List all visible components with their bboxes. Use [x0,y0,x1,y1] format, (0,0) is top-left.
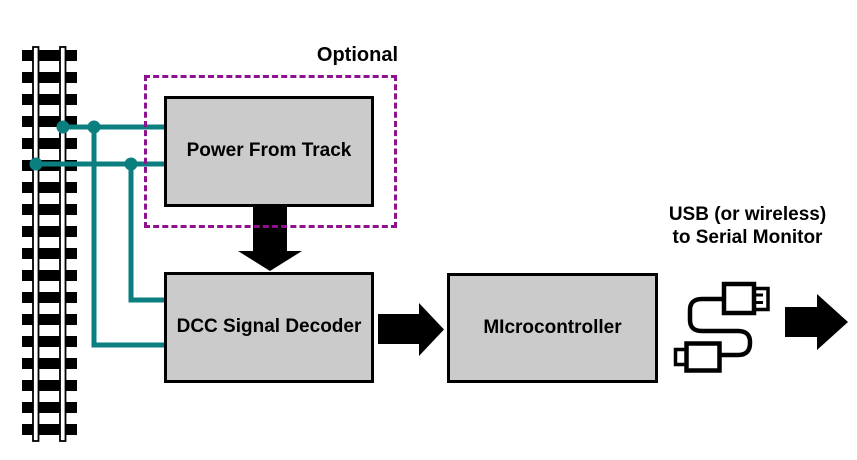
usb-caption: USB (or wireless) to Serial Monitor [645,203,850,249]
arrow-down-icon [238,207,302,271]
power-block-label: Power From Track [186,140,352,162]
arrow-right-output-icon [785,294,848,350]
micro-usb-plug [684,341,722,373]
solder-dot [29,157,43,171]
dcc-signal-decoder-block: DCC Signal Decoder [164,272,374,383]
usb-cord [687,296,753,358]
track-ties [22,50,77,435]
optional-group-frame [144,75,397,228]
usb-caption-line2: to Serial Monitor [672,227,823,248]
right-rail [59,46,67,442]
optional-group-label: Optional [316,44,398,66]
solder-dot [87,120,101,134]
track-pickup-wires [29,120,165,348]
arrow-right-icon [378,303,444,356]
micro-block-label: MIcrocontroller [483,316,622,338]
solder-dot [56,120,70,134]
usb-caption-line1: USB (or wireless) [668,204,827,225]
wire-left-rail-to-dcc [128,164,165,303]
wire-right-rail-to-dcc [91,127,165,348]
left-rail [32,46,40,442]
usb-a-plug [721,281,757,316]
dcc-block-label: DCC Signal Decoder [176,316,362,338]
usb-cable-icon [673,281,770,373]
microcontroller-block: MIcrocontroller [447,273,658,383]
power-from-track-block: Power From Track [164,96,374,207]
solder-dot [124,157,138,171]
railroad-track-icon [22,46,77,442]
